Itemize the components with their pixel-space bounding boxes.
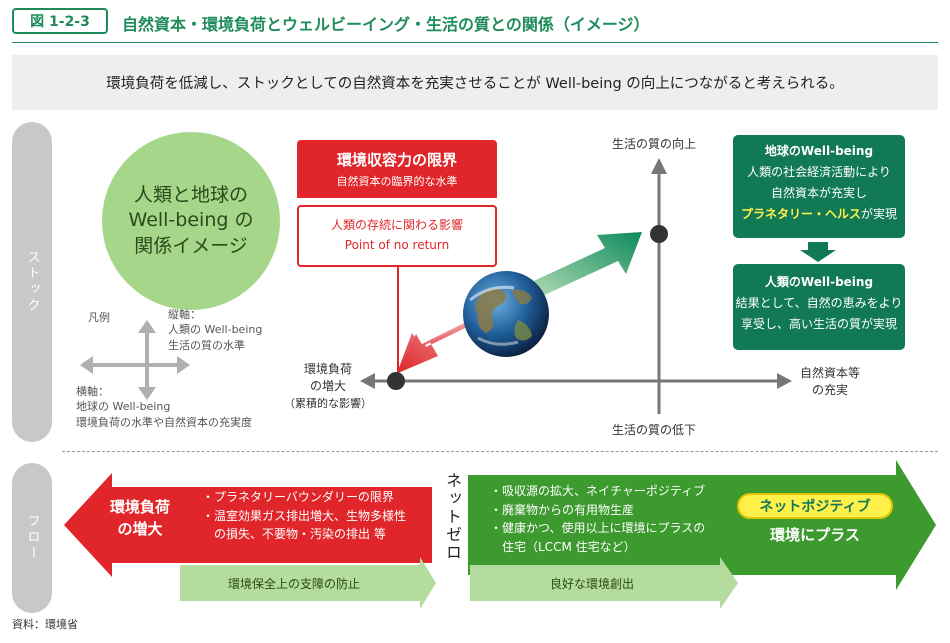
flow-tab-label: フロー — [24, 514, 40, 562]
human-wellbeing-title: 人類のWell-being — [764, 275, 874, 289]
stock-tab-label: ストック — [24, 250, 40, 314]
earth-wellbeing-line-3-suffix: が実現 — [861, 207, 898, 221]
carrying-capacity-title: 環境収容力の限界 — [336, 151, 457, 169]
source-note: 資料：環境省 — [12, 618, 78, 631]
load-increase-item-1: ・プラネタリーバウンダリーの限界 — [202, 490, 394, 504]
axis-label-right-line-1: 自然資本等 — [800, 366, 861, 380]
net-positive-subtitle: 環境にプラス — [770, 526, 860, 544]
limit-point — [387, 372, 405, 390]
axis-label-left: 環境負荷 の増大 （累積的な影響） — [284, 361, 372, 412]
cause-effect-arrow — [800, 242, 836, 262]
human-wellbeing-line-1: 結果として、自然の恵みをより — [735, 296, 903, 310]
legend-vertical-line-1: 人類の Well-being — [168, 323, 263, 337]
section-divider — [62, 451, 938, 452]
earth-wellbeing-line-2: 自然資本が充実し — [770, 186, 867, 200]
earth-wellbeing-line-3: プラネタリー・ヘルスが実現 — [733, 204, 905, 225]
improvement-item-1: ・吸収源の拡大、ネイチャーポジティブ — [490, 484, 706, 498]
axis-label-left-line-1: 環境負荷 — [303, 362, 352, 376]
stock-tab: ストック — [12, 122, 52, 442]
legend-vertical-title: 縦軸： — [168, 308, 201, 321]
legend-vertical: 縦軸： 人類の Well-being 生活の質の水準 — [168, 307, 262, 353]
improvement-item-3: ・健康かつ、使用以上に環境にプラスの — [490, 521, 706, 536]
flow-tab: フロー — [12, 463, 52, 613]
load-increase-item-2: ・温室効果ガス排出増大、生物多様性 — [202, 508, 407, 523]
figure-title: 自然資本・環境負荷とウェルビーイング・生活の質との関係（イメージ） — [122, 15, 650, 34]
high-quality-point — [650, 225, 668, 243]
summary-banner: 環境負荷を低減し、ストックとしての自然資本を充実させることが Well-bein… — [12, 55, 938, 110]
relationship-circle: 人類と地球の Well-being の 関係イメージ — [102, 132, 280, 310]
axis-label-top: 生活の質の向上 — [612, 137, 697, 151]
stock-diagram — [360, 158, 836, 414]
load-increase-list: ・プラネタリーバウンダリーの限界 ・温室効果ガス排出増大、生物多様性 の損失、不… — [202, 488, 406, 544]
axis-label-left-line-3: （累積的な影響） — [284, 396, 372, 410]
legend-label: 凡例 — [88, 311, 110, 324]
net-zero-label: ネットゼロ — [443, 472, 462, 562]
earth-wellbeing-title: 地球のWell-being — [764, 144, 874, 158]
earth-icon — [463, 271, 549, 357]
earth-wellbeing-box: 地球のWell-being 人類の社会経済活動により 自然資本が充実し プラネタ… — [733, 135, 905, 238]
legend-vertical-line-2: 生活の質の水準 — [168, 338, 245, 352]
improvement-list: ・吸収源の拡大、ネイチャーポジティブ ・廃棄物からの有用物生産 ・健康かつ、使用… — [490, 482, 705, 556]
point-of-no-return-line-2: Point of no return — [344, 238, 450, 252]
creation-label: 良好な環境創出 — [550, 577, 635, 591]
improvement-item-4: 住宅（LCCM 住宅など） — [490, 539, 636, 554]
net-positive-badge: ネットポジティブ — [737, 493, 893, 519]
carrying-capacity-subtitle: 自然資本の臨界的な水準 — [336, 175, 458, 188]
planetary-health-highlight: プラネタリー・ヘルス — [740, 207, 861, 221]
load-increase-title-line-2: の増大 — [117, 519, 163, 538]
legend-horizontal-line-1: 地球の Well-being — [76, 400, 171, 414]
improvement-arrow — [525, 232, 642, 298]
summary-text: 環境負荷を低減し、ストックとしての自然資本を充実させることが Well-bein… — [106, 76, 844, 92]
point-of-no-return-line-1: 人類の存続に関わる影響 — [330, 218, 463, 233]
axis-label-left-line-2: の増大 — [309, 379, 346, 394]
legend-cross-icon — [80, 320, 190, 400]
creation-arrow — [470, 557, 738, 609]
environmental-improvement-arrow — [468, 460, 936, 590]
point-of-no-return-box: 人類の存続に関わる影響 Point of no return — [297, 205, 497, 267]
human-wellbeing-line-2: 享受し、高い生活の質が実現 — [740, 317, 897, 331]
human-wellbeing-box: 人類のWell-being 結果として、自然の恵みをより 享受し、高い生活の質が… — [733, 264, 905, 350]
circle-line-1: 人類と地球の — [133, 183, 248, 206]
flow-diagram — [64, 460, 936, 609]
degradation-arrow-body — [398, 305, 505, 373]
environmental-load-arrow — [64, 473, 432, 577]
legend-horizontal-line-2: 環境負荷の水準や自然資本の充実度 — [76, 415, 252, 429]
prevention-label: 環境保全上の支障の防止 — [228, 577, 361, 591]
vertical-axis — [651, 158, 667, 414]
axis-label-right: 自然資本等 の充実 — [800, 365, 860, 400]
title-divider — [12, 42, 938, 43]
load-increase-title-line-1: 環境負荷 — [110, 498, 171, 516]
circle-line-2: Well-being の — [128, 209, 254, 232]
legend-horizontal: 横軸： 地球の Well-being 環境負荷の水準や自然資本の充実度 — [76, 384, 252, 430]
load-increase-item-3: の損失、不要物・汚染の排出 等 — [202, 527, 386, 542]
figure-number: 図 1-2-3 — [12, 8, 108, 34]
load-increase-title: 環境負荷 の増大 — [110, 497, 170, 541]
horizontal-axis — [360, 373, 792, 389]
axis-label-right-line-2: の充実 — [812, 383, 849, 398]
axis-label-bottom: 生活の質の低下 — [612, 423, 697, 437]
legend-horizontal-title: 横軸： — [76, 385, 109, 398]
prevention-arrow — [180, 557, 436, 609]
circle-line-3: 関係イメージ — [134, 234, 248, 257]
earth-wellbeing-line-1: 人類の社会経済活動により — [747, 165, 891, 179]
carrying-capacity-header: 環境収容力の限界 自然資本の臨界的な水準 — [297, 140, 497, 198]
improvement-item-2: ・廃棄物からの有用物生産 — [490, 502, 635, 517]
